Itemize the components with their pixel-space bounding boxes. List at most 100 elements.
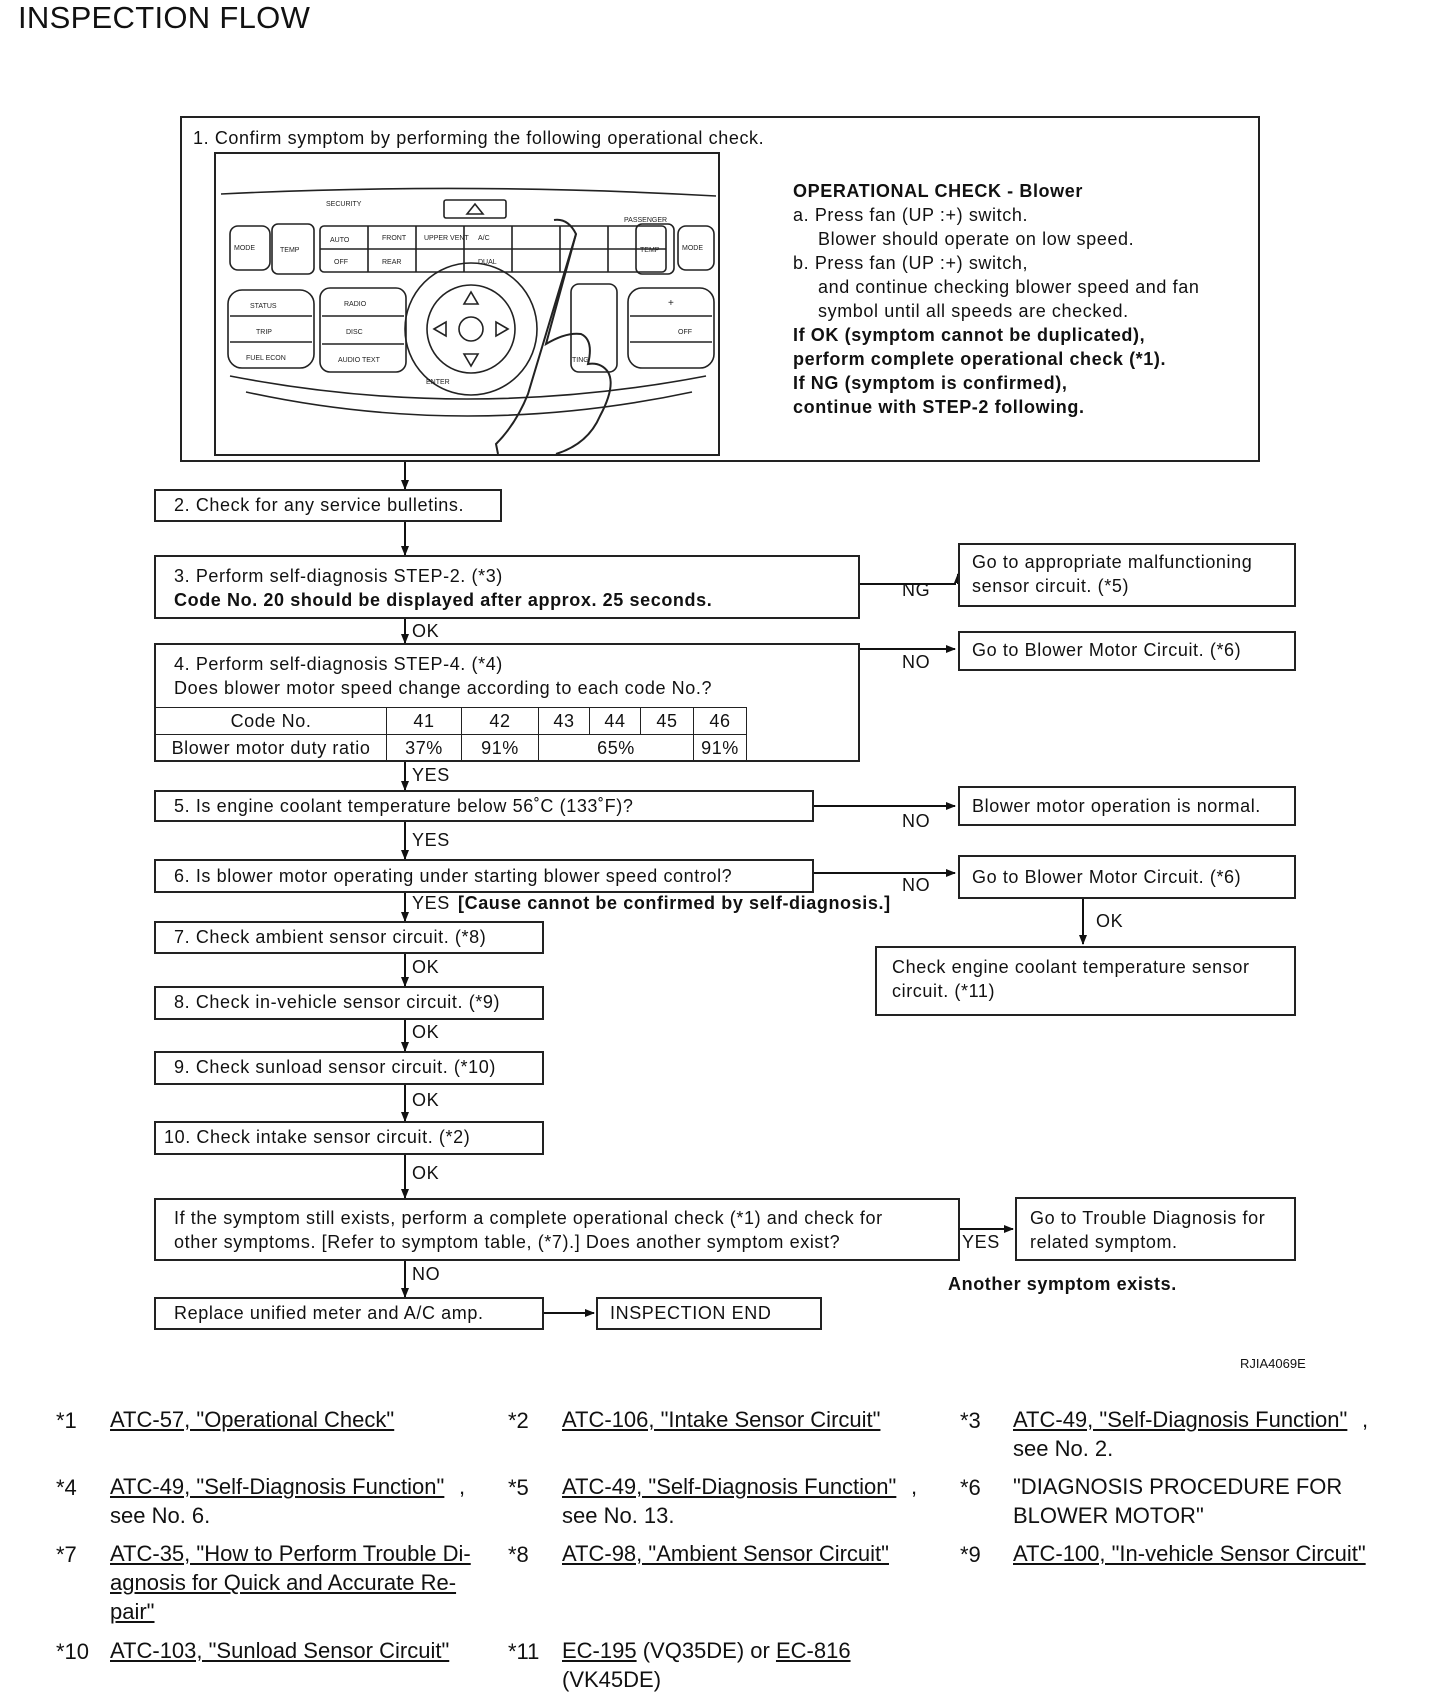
svg-text:PASSENGER: PASSENGER (624, 217, 667, 224)
step2-text: 2. Check for any service bulletins. (174, 495, 465, 515)
step3-ng-line2: sensor circuit. (*5) (972, 576, 1130, 596)
ref-link-11a[interactable]: EC-195 (562, 1638, 637, 1663)
ect-check-line1: Check engine coolant temperature sensor (892, 957, 1250, 977)
svg-text:DISC: DISC (346, 329, 363, 336)
svg-text:FRONT: FRONT (382, 235, 407, 242)
svg-text:MODE: MODE (234, 245, 255, 252)
step11-yes-line2: related symptom. (1030, 1232, 1178, 1252)
ref-plain-6b: BLOWER MOTOR" (1013, 1503, 1204, 1528)
svg-text:OFF: OFF (334, 259, 348, 266)
ref-link-3[interactable]: ATC-49, "Self-Diagnosis Function" (1013, 1407, 1348, 1432)
step7-ok-label: OK (412, 957, 440, 977)
step11-line2: other symptoms. [Refer to symptom table,… (174, 1232, 841, 1252)
table-head-label: Code No. (155, 707, 387, 735)
svg-text:STATUS: STATUS (250, 303, 277, 310)
step6-box (154, 859, 814, 893)
svg-text:+: + (668, 298, 674, 309)
step11-yes-line1: Go to Trouble Diagnosis for (1030, 1208, 1266, 1228)
ref-star-3: *3 (960, 1408, 981, 1433)
step9-text: 9. Check sunload sensor circuit. (*10) (174, 1057, 496, 1077)
ref-link-2[interactable]: ATC-106, "Intake Sensor Circuit" (562, 1407, 881, 1432)
code-duty-table: Code No. 41 42 43 44 45 46 Blower motor … (155, 707, 747, 762)
step5-box (154, 790, 814, 822)
step3-ng-line1: Go to appropriate malfunctioning (972, 552, 1253, 572)
svg-text:REAR: REAR (382, 259, 401, 266)
table-code: 44 (589, 707, 641, 735)
step6-no-ok-label: OK (1096, 911, 1124, 931)
step6-no-text: Go to Blower Motor Circuit. (*6) (972, 867, 1242, 887)
ref-extra-5: see No. 13. (562, 1503, 675, 1528)
svg-text:ENTER: ENTER (426, 379, 450, 386)
step5-no-box (958, 786, 1296, 826)
ref-link-7c[interactable]: pair" (110, 1599, 155, 1624)
ref-star-9: *9 (960, 1542, 981, 1567)
step10-box (154, 1121, 544, 1155)
step6-no-label: NO (902, 875, 931, 895)
another-symptom-note: Another symptom exists. (948, 1274, 1177, 1294)
ref-tail-3: , (1362, 1407, 1369, 1432)
ref-link-7b[interactable]: agnosis for Quick and Accurate Re- (110, 1570, 457, 1595)
ref-link-9[interactable]: ATC-100, "In-vehicle Sensor Circuit" (1013, 1541, 1366, 1566)
svg-text:FUEL ECON: FUEL ECON (246, 355, 286, 362)
page-title: INSPECTION FLOW (18, 0, 311, 35)
ref-star-5: *5 (508, 1475, 529, 1500)
step7-text: 7. Check ambient sensor circuit. (*8) (174, 927, 487, 947)
ref-link-10[interactable]: ATC-103, "Sunload Sensor Circuit" (110, 1638, 450, 1663)
table-ratio: 91% (461, 734, 539, 762)
end-box (596, 1297, 822, 1330)
step3-box (154, 555, 860, 619)
ref-tail-4: , (459, 1474, 466, 1499)
step9-ok-label: OK (412, 1090, 440, 1110)
step10-ok-label: OK (412, 1163, 440, 1183)
step3-ng-label: NG (902, 580, 931, 600)
step2-box (154, 489, 502, 522)
step3-line1: 3. Perform self-diagnosis STEP-2. (*3) (174, 566, 503, 586)
ok-line1: If OK (symptom cannot be duplicated), (793, 325, 1146, 345)
svg-text:TRIP: TRIP (256, 329, 272, 336)
check-b3: symbol until all speeds are checked. (818, 301, 1129, 321)
step8-ok-label: OK (412, 1022, 440, 1042)
ref-link-1[interactable]: ATC-57, "Operational Check" (110, 1407, 395, 1432)
ref-link-5[interactable]: ATC-49, "Self-Diagnosis Function" (562, 1474, 897, 1499)
ref-star-8: *8 (508, 1542, 529, 1567)
end-text: INSPECTION END (610, 1303, 772, 1323)
svg-text:AUDIO TEXT: AUDIO TEXT (338, 357, 381, 364)
step5-yes-label: YES (412, 830, 450, 850)
replace-box (154, 1297, 544, 1330)
table-ratio: 65% (538, 734, 694, 762)
svg-text:AUTO: AUTO (330, 237, 350, 244)
step9-box (154, 1051, 544, 1085)
ng-line1: If NG (symptom is confirmed), (793, 373, 1068, 393)
step3-ng-box (958, 543, 1296, 607)
step4-yes-label: YES (412, 765, 450, 785)
control-panel-drawing: SECURITY MODE TEMP AUTO FRONT UPPER VENT… (220, 187, 717, 454)
step6-no-box (958, 855, 1296, 899)
ok-line2: perform complete operational check (*1). (793, 349, 1167, 369)
step5-no-label: NO (902, 811, 931, 831)
svg-text:TING: TING (572, 357, 589, 364)
step4-line1: 4. Perform self-diagnosis STEP-4. (*4) (174, 654, 503, 674)
ref-link-8[interactable]: ATC-98, "Ambient Sensor Circuit" (562, 1541, 889, 1566)
ref-star-4: *4 (56, 1475, 77, 1500)
step6-yes-label: YES (412, 893, 450, 913)
step4-no-label: NO (902, 652, 931, 672)
step8-text: 8. Check in-vehicle sensor circuit. (*9) (174, 992, 501, 1012)
check-b1: b. Press fan (UP :+) switch, (793, 253, 1029, 273)
ref-line-11: EC-195 (VQ35DE) or EC-816 (562, 1636, 851, 1666)
table-code: 41 (386, 707, 462, 735)
step6-text: 6. Is blower motor operating under start… (174, 866, 733, 886)
ref-link-11b[interactable]: EC-816 (775, 1638, 851, 1663)
table-code: 42 (461, 707, 539, 735)
svg-text:TEMP: TEMP (640, 247, 660, 254)
ref-link-4[interactable]: ATC-49, "Self-Diagnosis Function" (110, 1474, 445, 1499)
step4-no-box (958, 631, 1296, 671)
step11-yes-box (1015, 1197, 1296, 1261)
check-b2: and continue checking blower speed and f… (818, 277, 1200, 297)
ref-mid-11: (VQ35DE) or (636, 1638, 776, 1663)
check-a1: a. Press fan (UP :+) switch. (793, 205, 1029, 225)
step1-text: 1. Confirm symptom by performing the fol… (193, 128, 765, 148)
step5-text: 5. Is engine coolant temperature below 5… (174, 796, 634, 816)
svg-text:UPPER VENT: UPPER VENT (424, 235, 469, 242)
ref-link-7a[interactable]: ATC-35, "How to Perform Trouble Di- (110, 1541, 471, 1566)
table-row: Code No. 41 42 43 44 45 46 (155, 707, 747, 735)
